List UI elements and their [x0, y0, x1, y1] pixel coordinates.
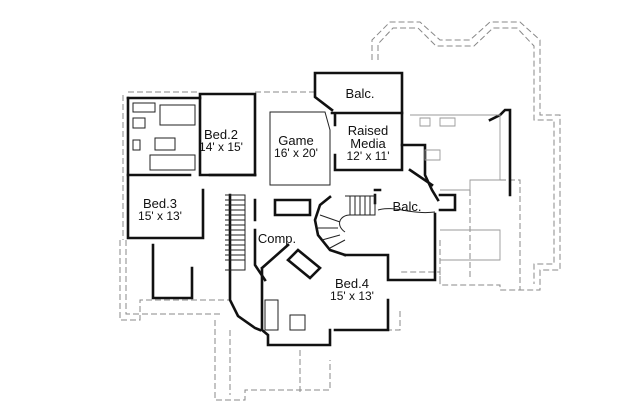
room-name: Bed.4: [335, 276, 369, 291]
room-size: 15' x 13': [330, 289, 374, 303]
curved-stairs: [318, 195, 376, 249]
room-game: Game 16' x 20': [274, 133, 318, 160]
room-name: Bed.2: [204, 127, 238, 142]
room-balcony-top: Balc.: [346, 86, 375, 101]
walls: [126, 71, 512, 347]
roof-outline: [119, 21, 561, 401]
room-size: 16' x 20': [274, 146, 318, 160]
interior-details: [132, 102, 501, 331]
room-size: 15' x 13': [138, 209, 182, 223]
room-bed3: Bed.3 15' x 13': [138, 196, 182, 223]
room-size: 12' x 11': [346, 149, 389, 163]
room-bed4: Bed.4 15' x 13': [330, 276, 374, 303]
room-name: Balc.: [346, 86, 375, 101]
game-rug: [269, 111, 331, 186]
room-size: 14' x 15': [199, 140, 243, 154]
room-name: Raised: [348, 123, 388, 138]
room-name: Bed.3: [143, 196, 177, 211]
room-name: Game: [278, 133, 313, 148]
room-balcony-right: Balc.: [393, 199, 422, 214]
room-name: Balc.: [393, 199, 422, 214]
room-name: Comp.: [258, 231, 296, 246]
straight-stairs: [225, 194, 246, 271]
room-comp: Comp.: [258, 231, 296, 246]
room-raised-media: Raised Media 12' x 11': [346, 123, 389, 163]
room-bed2: Bed.2 14' x 15': [199, 127, 243, 154]
room-name-2: Media: [350, 136, 386, 151]
